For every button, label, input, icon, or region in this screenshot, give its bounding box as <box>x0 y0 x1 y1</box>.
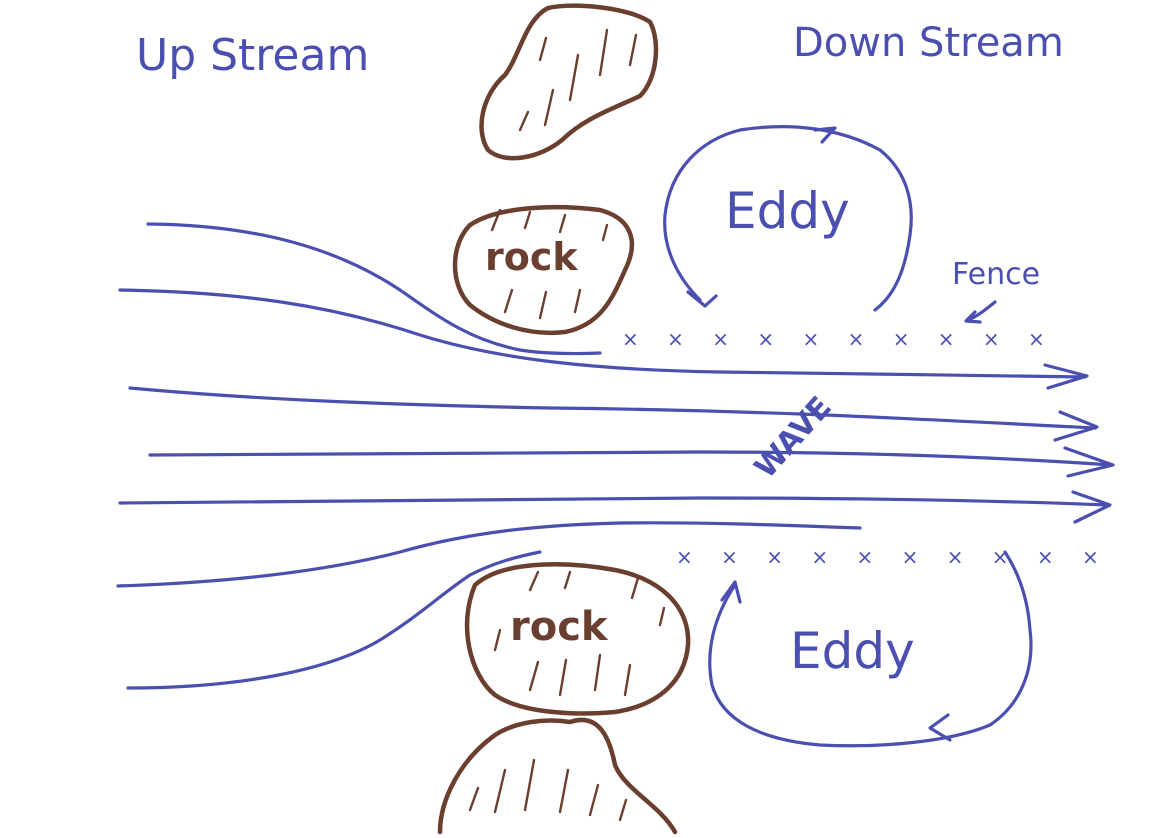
flow-line-2 <box>118 288 1087 379</box>
wave-label: WAVE <box>748 390 839 485</box>
eddy-bottom-arrow-head-left <box>928 713 952 742</box>
rock-bottom-unlabeled <box>437 717 678 835</box>
eddy-top-arrow-head-top <box>813 126 837 144</box>
flow-line-4 <box>148 450 1114 467</box>
flow-line-1 <box>146 222 602 356</box>
rock-top-labeled: rock <box>452 204 635 335</box>
flow-lines <box>116 222 1114 690</box>
fence-bottom-marks: × × × × × × × × × × <box>676 545 1110 569</box>
flow-line-5 <box>118 496 1110 507</box>
eddy-bottom: Eddy <box>708 550 1033 748</box>
flow-arrowheads <box>1043 363 1115 524</box>
eddy-bottom-label: Eddy <box>790 622 915 680</box>
eddy-top: Eddy <box>663 125 913 312</box>
rock-top-label: rock <box>485 235 578 279</box>
flow-line-6 <box>116 521 862 588</box>
arrowhead-4 <box>1071 490 1112 524</box>
fence-label: Fence <box>952 257 1040 292</box>
flow-line-7 <box>126 550 542 690</box>
rock-bottom-label: rock <box>510 604 609 650</box>
upstream-label: Up Stream <box>136 30 369 81</box>
fence-annotation: Fence <box>952 257 1040 324</box>
arrowhead-2 <box>1053 410 1099 442</box>
fence-top-marks: × × × × × × × × × × <box>622 327 1056 351</box>
downstream-label: Down Stream <box>793 20 1064 66</box>
arrowhead-3 <box>1063 446 1115 478</box>
fence-pointer-arrow <box>966 300 997 322</box>
flow-line-3 <box>128 386 1097 430</box>
fence-pointer-arrowhead <box>964 310 982 324</box>
eddy-bottom-arrow-head-up <box>720 580 742 604</box>
eddy-top-arrow-head-left <box>686 290 718 308</box>
rock-bottom-labeled: rock <box>464 562 691 716</box>
arrowhead-1 <box>1043 363 1089 390</box>
eddy-top-label: Eddy <box>725 182 850 240</box>
rock-top-unlabeled <box>479 3 659 161</box>
